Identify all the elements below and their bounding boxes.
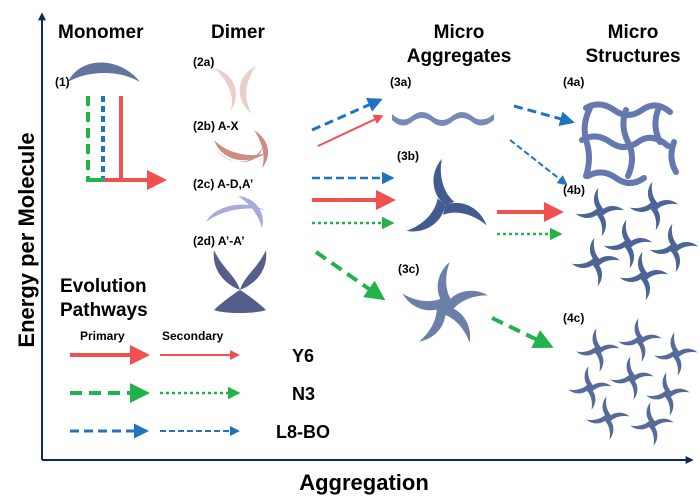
label-2d: (2d) A’-A’ — [193, 234, 245, 248]
column-headers: Monomer Dimer Micro Aggregates Micro Str… — [58, 22, 681, 67]
axes: Energy per Molecule Aggregation — [14, 12, 694, 495]
aggregate-3a-chain — [392, 112, 494, 126]
structure-4a-network — [579, 101, 679, 186]
header-micro-structures-line1: Micro — [608, 22, 659, 43]
label-4b: (4b) — [563, 183, 585, 197]
legend-secondary-label: Secondary — [162, 329, 224, 343]
dimer-2c-shape — [206, 196, 264, 228]
micro-structures-panel: (4a) (4b) (4c) — [563, 75, 698, 446]
dimer-2d-shape — [213, 250, 267, 313]
monomer-panel: (1) — [55, 62, 167, 190]
label-2b: (2b) A-X — [193, 119, 239, 133]
label-3a: (3a) — [390, 75, 411, 89]
pathway-arrows-stage2 — [491, 104, 575, 349]
dimer-2b-shape — [214, 130, 269, 168]
header-micro-aggregates-line1: Micro — [434, 22, 485, 43]
micro-aggregates-panel: (3a) (3b) (3c) — [390, 75, 494, 349]
header-dimer: Dimer — [211, 22, 265, 43]
dimer-2a-shape — [214, 66, 256, 114]
label-3c: (3c) — [398, 262, 419, 276]
label-1: (1) — [55, 75, 70, 89]
legend-title-line2: Pathways — [60, 300, 148, 321]
label-3b: (3b) — [397, 149, 419, 163]
arrow-green-to-3c — [314, 250, 386, 301]
x-axis-label: Aggregation — [299, 470, 429, 495]
arrow-red-to-3a — [317, 114, 384, 147]
label-4a: (4a) — [563, 75, 584, 89]
header-monomer: Monomer — [58, 22, 144, 43]
legend-l8bo-label: L8-BO — [276, 422, 330, 442]
legend-title-line1: Evolution — [60, 276, 147, 297]
structure-4c-network — [568, 318, 698, 446]
header-micro-aggregates-line2: Aggregates — [407, 46, 512, 67]
header-micro-structures-line2: Structures — [585, 46, 680, 67]
legend: Evolution Pathways Primary Secondary Y6 … — [60, 276, 330, 442]
pathway-arrows-stage1 — [311, 97, 396, 301]
arrow-blue-to-3a — [311, 97, 383, 132]
label-2a: (2a) — [193, 55, 214, 69]
structure-4b-network — [572, 182, 698, 300]
monomer-crescent-shape — [68, 62, 140, 82]
label-2c: (2c) A-D,A’ — [193, 177, 253, 191]
arrow-blue-3a-to-4a — [513, 104, 575, 127]
legend-y6-label: Y6 — [292, 346, 314, 366]
arrow-blue-3a-to-4b — [509, 139, 568, 186]
legend-primary-label: Primary — [80, 329, 125, 343]
y-axis-label: Energy per Molecule — [14, 132, 39, 347]
arrow-green-3c-to-4c — [491, 316, 554, 349]
label-4c: (4c) — [563, 311, 584, 325]
aggregate-3b-star — [400, 159, 491, 238]
legend-n3-label: N3 — [292, 384, 315, 404]
dimer-panel: (2a) (2b) A-X (2c) A-D,A’ (2d) A’-A’ — [193, 55, 269, 313]
